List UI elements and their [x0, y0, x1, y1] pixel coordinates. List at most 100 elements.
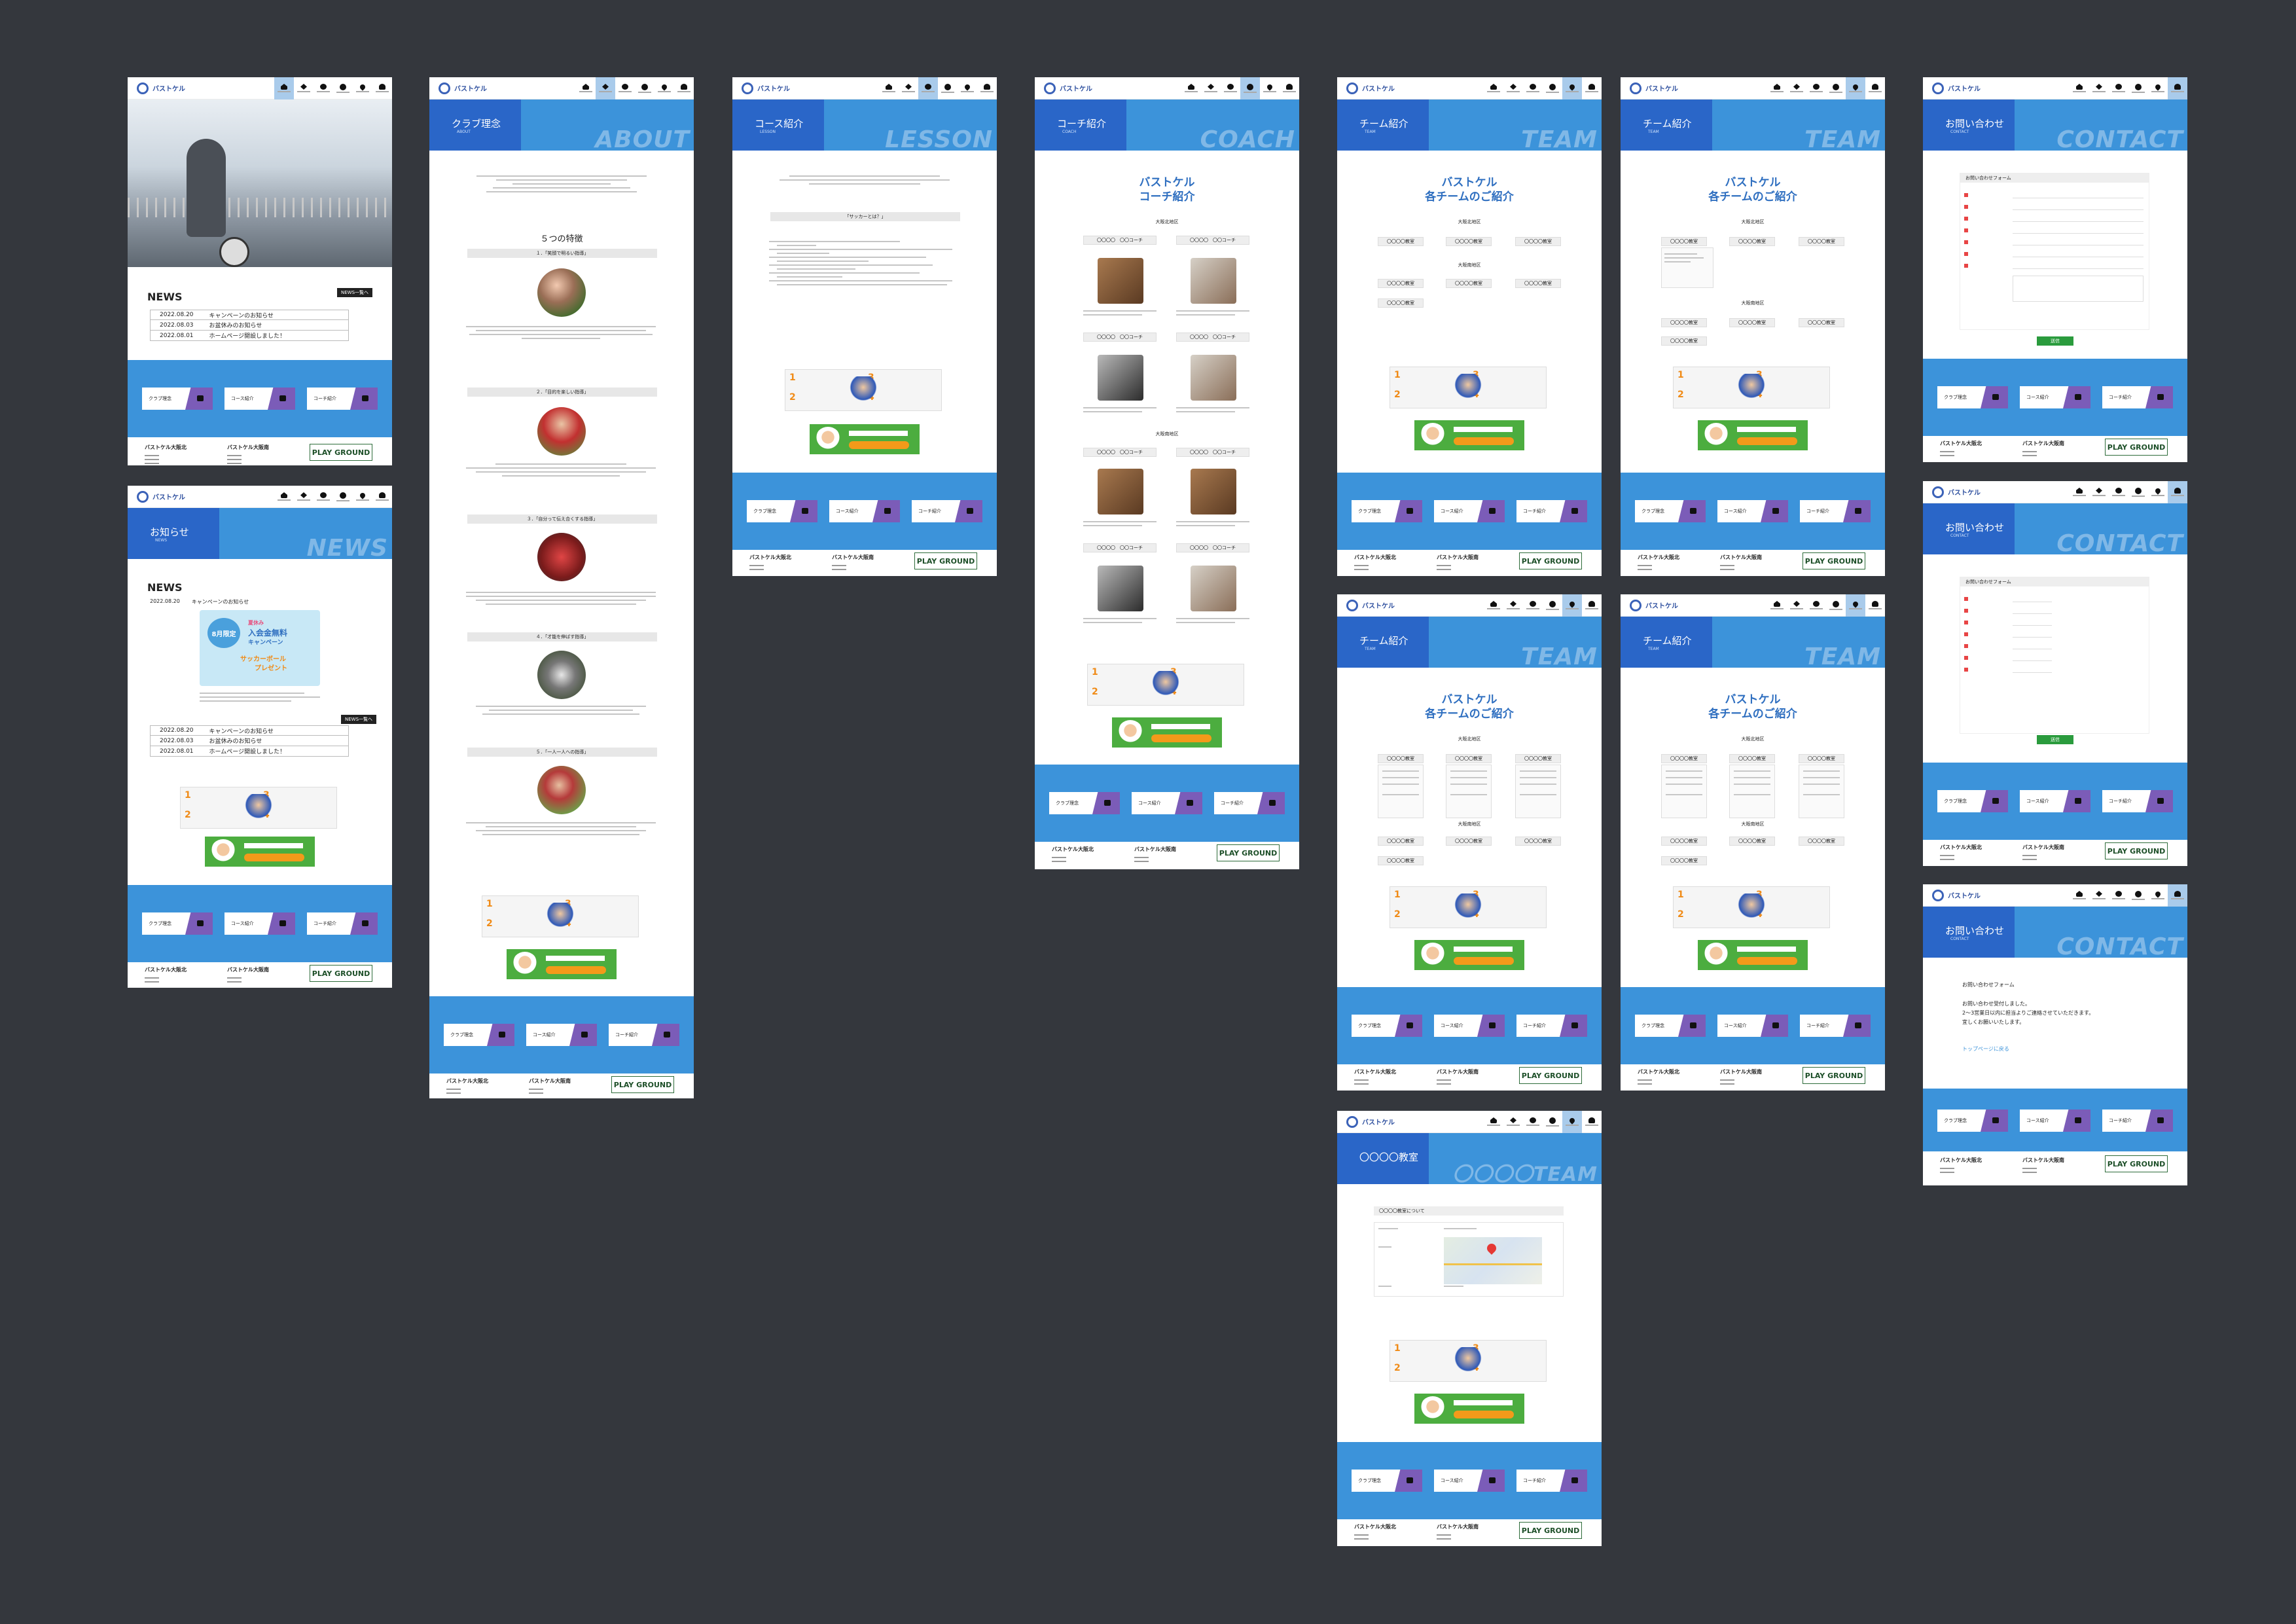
form-field-input[interactable] — [2013, 631, 2052, 638]
promo-banner-trial[interactable] — [1698, 420, 1808, 450]
footer-link-lesson[interactable]: コース紹介 — [224, 388, 295, 410]
form-field-input[interactable] — [2013, 227, 2144, 234]
team-classroom-chip[interactable]: 〇〇〇〇教室 — [1729, 237, 1775, 246]
nav-team[interactable] — [353, 77, 372, 99]
form-field-input[interactable] — [2013, 192, 2144, 198]
team-classroom-chip[interactable]: 〇〇〇〇教室 — [1378, 837, 1424, 846]
footer-link-coach[interactable]: コーチ紹介 — [1516, 500, 1587, 522]
footer-link-coach[interactable]: コーチ紹介 — [307, 388, 378, 410]
footer-link-about[interactable]: クラブ理念 — [1352, 1470, 1422, 1492]
promo-banner-steps[interactable]: 1324 — [1673, 886, 1830, 928]
nav-about[interactable] — [2089, 884, 2109, 907]
team-classroom-chip[interactable]: 〇〇〇〇教室 — [1378, 754, 1424, 763]
nav-about[interactable] — [596, 77, 615, 99]
nav-home[interactable] — [2070, 481, 2089, 503]
team-classroom-chip[interactable]: 〇〇〇〇教室 — [1799, 237, 1844, 246]
nav-team[interactable] — [655, 77, 674, 99]
team-classroom-chip[interactable]: 〇〇〇〇教室 — [1515, 837, 1561, 846]
footer-link-lesson[interactable]: コース紹介 — [1434, 1470, 1505, 1492]
footer-link-lesson[interactable]: コース紹介 — [2020, 790, 2090, 812]
send-button[interactable]: 送信 — [2037, 735, 2073, 744]
site-logo[interactable]: バストケル — [1923, 82, 1981, 94]
promo-banner-steps[interactable]: 1324 — [1390, 886, 1547, 928]
promo-banner-trial[interactable] — [1414, 940, 1524, 970]
team-classroom-chip[interactable]: 〇〇〇〇教室 — [1729, 754, 1775, 763]
footer-link-coach[interactable]: コーチ紹介 — [1800, 1015, 1871, 1037]
team-classroom-chip[interactable]: 〇〇〇〇教室 — [1378, 856, 1424, 865]
nav-home[interactable] — [1767, 594, 1787, 617]
nav-lesson[interactable] — [314, 77, 333, 99]
team-classroom-chip[interactable]: 〇〇〇〇教室 — [1661, 856, 1707, 865]
promo-banner-steps[interactable]: 1324 — [1087, 664, 1244, 706]
team-classroom-chip[interactable]: 〇〇〇〇教室 — [1446, 754, 1492, 763]
footer-link-lesson[interactable]: コース紹介 — [224, 912, 295, 935]
nav-lesson[interactable] — [1523, 77, 1543, 99]
promo-banner-trial[interactable] — [1698, 940, 1808, 970]
promo-banner-trial[interactable] — [810, 424, 920, 454]
site-logo[interactable]: バストケル — [429, 82, 487, 94]
footer-link-lesson[interactable]: コース紹介 — [1434, 1015, 1505, 1037]
footer-link-lesson[interactable]: コース紹介 — [2020, 386, 2090, 408]
footer-link-about[interactable]: クラブ理念 — [1937, 386, 2008, 408]
team-classroom-chip[interactable]: 〇〇〇〇教室 — [1378, 237, 1424, 246]
news-more-button[interactable]: NEWS一覧へ — [337, 288, 373, 297]
nav-team[interactable] — [2148, 77, 2168, 99]
nav-home[interactable] — [1484, 1111, 1503, 1133]
nav-team[interactable] — [1562, 594, 1582, 617]
footer-link-coach[interactable]: コーチ紹介 — [1800, 500, 1871, 522]
nav-contact[interactable] — [2168, 77, 2187, 99]
footer-link-lesson[interactable]: コース紹介 — [1717, 500, 1788, 522]
team-classroom-chip[interactable]: 〇〇〇〇教室 — [1378, 298, 1424, 308]
nav-home[interactable] — [2070, 77, 2089, 99]
team-classroom-chip[interactable]: 〇〇〇〇教室 — [1378, 279, 1424, 288]
site-logo[interactable]: バストケル — [1621, 82, 1678, 94]
team-classroom-chip[interactable]: 〇〇〇〇教室 — [1515, 279, 1561, 288]
footer-link-lesson[interactable]: コース紹介 — [526, 1024, 597, 1046]
form-field-input[interactable] — [2013, 262, 2144, 269]
nav-lesson[interactable] — [1806, 594, 1826, 617]
site-logo[interactable]: バストケル — [1337, 82, 1395, 94]
nav-about[interactable] — [1201, 77, 1221, 99]
promo-banner-steps[interactable]: 1324 — [1390, 367, 1547, 408]
team-classroom-chip[interactable]: 〇〇〇〇教室 — [1661, 837, 1707, 846]
nav-contact[interactable] — [1865, 594, 1885, 617]
promo-banner-steps[interactable]: 1324 — [180, 787, 337, 829]
playground-logo[interactable]: PLAY GROUND — [914, 552, 977, 569]
footer-link-about[interactable]: クラブ理念 — [747, 500, 817, 522]
promo-banner-trial[interactable] — [205, 837, 315, 867]
nav-team[interactable] — [958, 77, 977, 99]
site-logo[interactable]: バストケル — [1337, 599, 1395, 611]
nav-contact[interactable] — [372, 486, 392, 508]
playground-logo[interactable]: PLAY GROUND — [1803, 552, 1865, 569]
footer-link-coach[interactable]: コーチ紹介 — [2102, 386, 2173, 408]
footer-link-about[interactable]: クラブ理念 — [142, 912, 213, 935]
nav-home[interactable] — [1767, 77, 1787, 99]
footer-link-coach[interactable]: コーチ紹介 — [2102, 790, 2173, 812]
form-field-input[interactable] — [2013, 596, 2052, 602]
nav-coach[interactable] — [635, 77, 655, 99]
nav-about[interactable] — [2089, 77, 2109, 99]
map-view[interactable] — [1444, 1237, 1542, 1284]
nav-team[interactable] — [1562, 77, 1582, 99]
playground-logo[interactable]: PLAY GROUND — [1519, 552, 1582, 569]
nav-coach[interactable] — [1240, 77, 1260, 99]
footer-link-lesson[interactable]: コース紹介 — [829, 500, 900, 522]
team-classroom-chip[interactable]: 〇〇〇〇教室 — [1515, 754, 1561, 763]
nav-team[interactable] — [1846, 594, 1865, 617]
nav-team[interactable] — [353, 486, 372, 508]
form-field-input[interactable] — [2013, 204, 2144, 210]
site-logo[interactable]: バストケル — [1923, 889, 1981, 901]
send-button[interactable]: 送信 — [2037, 336, 2073, 346]
nav-contact[interactable] — [1865, 77, 1885, 99]
nav-lesson[interactable] — [1806, 77, 1826, 99]
nav-about[interactable] — [294, 486, 314, 508]
playground-logo[interactable]: PLAY GROUND — [2105, 842, 2168, 859]
nav-coach[interactable] — [333, 486, 353, 508]
team-classroom-chip[interactable]: 〇〇〇〇教室 — [1799, 754, 1844, 763]
nav-lesson[interactable] — [1523, 1111, 1543, 1133]
site-logo[interactable]: バストケル — [1621, 599, 1678, 611]
